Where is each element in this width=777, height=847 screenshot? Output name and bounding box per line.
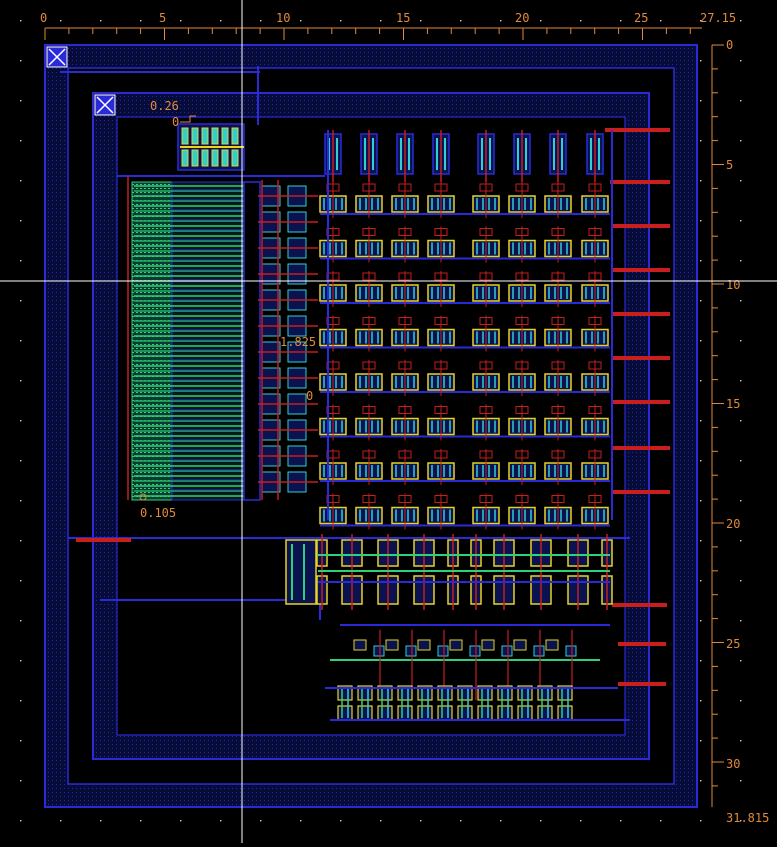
dim-label-0-b: 0 <box>306 389 313 403</box>
right-ruler-label-30: 30 <box>726 757 740 771</box>
top-ruler: 0 5 10 15 20 25 27.15 <box>40 11 736 40</box>
dim-label-1-825: 1.825 <box>280 335 316 349</box>
dimension-annotations: 0.26 0 1.825 0 0.105 <box>139 99 316 520</box>
right-ruler-label-5: 5 <box>726 158 733 172</box>
dim-label-0-26: 0.26 <box>150 99 179 113</box>
top-ruler-label-0: 0 <box>40 11 47 25</box>
logic-cells <box>325 624 630 721</box>
top-ruler-label-25: 25 <box>634 11 648 25</box>
top-ruler-label-10: 10 <box>276 11 290 25</box>
right-ruler-label-end: 31.815 <box>726 811 769 825</box>
right-ruler-label-20: 20 <box>726 517 740 531</box>
capacitor-array <box>127 176 318 501</box>
corner-marker-icon <box>46 46 68 68</box>
dim-label-0-a: 0 <box>172 115 179 129</box>
top-ruler-label-15: 15 <box>396 11 410 25</box>
top-ruler-label-end: 27.15 <box>700 11 736 25</box>
right-ruler-label-25: 25 <box>726 637 740 651</box>
transistor-array <box>319 130 613 530</box>
metal-routing <box>60 66 630 620</box>
top-ruler-label-20: 20 <box>515 11 529 25</box>
right-ruler-label-0: 0 <box>726 38 733 52</box>
top-ruler-label-5: 5 <box>159 11 166 25</box>
corner-marker-icon <box>94 94 116 116</box>
right-ruler-label-15: 15 <box>726 397 740 411</box>
bias-cell <box>177 123 245 171</box>
io-pins <box>76 128 670 686</box>
driver-cells <box>285 534 613 610</box>
dim-label-0-105: 0.105 <box>140 506 176 520</box>
right-ruler-label-10: 10 <box>726 278 740 292</box>
